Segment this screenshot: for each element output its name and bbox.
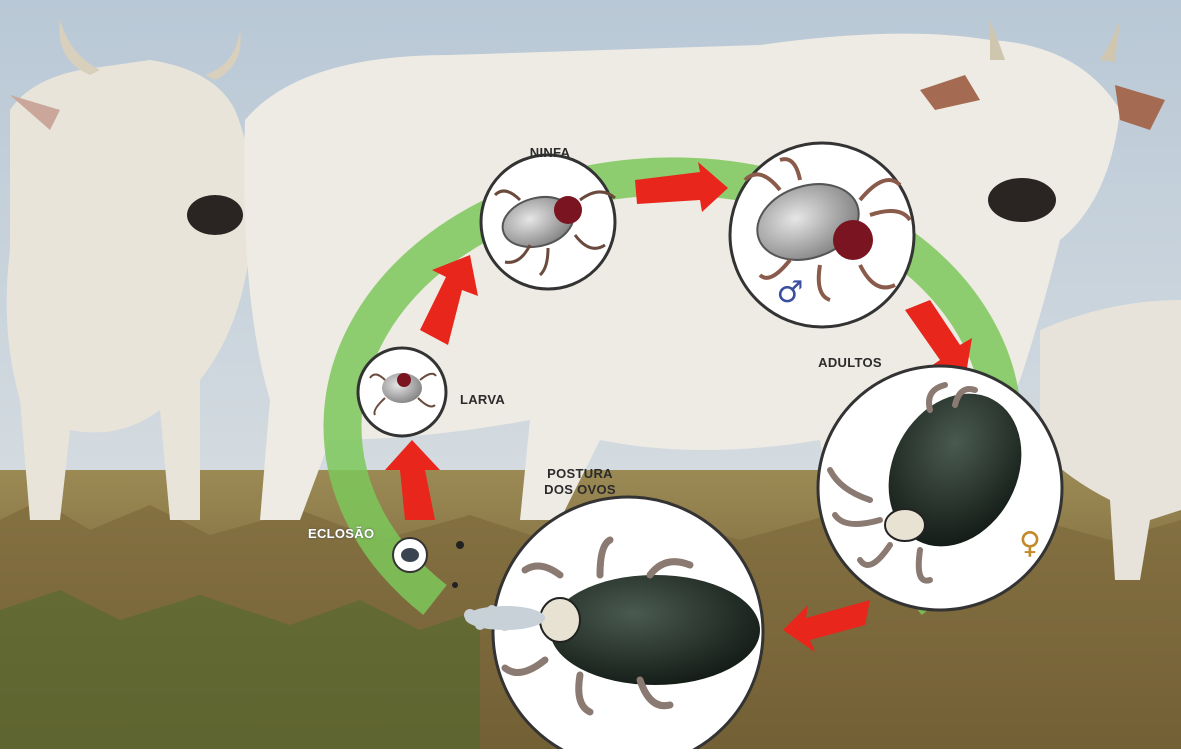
ninfa-stage-circle bbox=[481, 155, 615, 289]
label-postura-line2: DOS OVOS bbox=[530, 482, 630, 497]
adult-female-circle bbox=[818, 366, 1062, 610]
label-postura-line1: POSTURA bbox=[530, 466, 630, 481]
label-ninfa: NINFA bbox=[515, 145, 585, 160]
label-adultos: ADULTOS bbox=[805, 355, 895, 370]
label-eclosao: ECLOSÃO bbox=[308, 526, 388, 541]
female-symbol: ♀ bbox=[1019, 526, 1041, 561]
adult-male-circle bbox=[730, 143, 914, 327]
label-larva: LARVA bbox=[460, 392, 530, 407]
male-symbol: ♂ bbox=[777, 275, 804, 310]
larva-stage-circle bbox=[358, 348, 446, 436]
